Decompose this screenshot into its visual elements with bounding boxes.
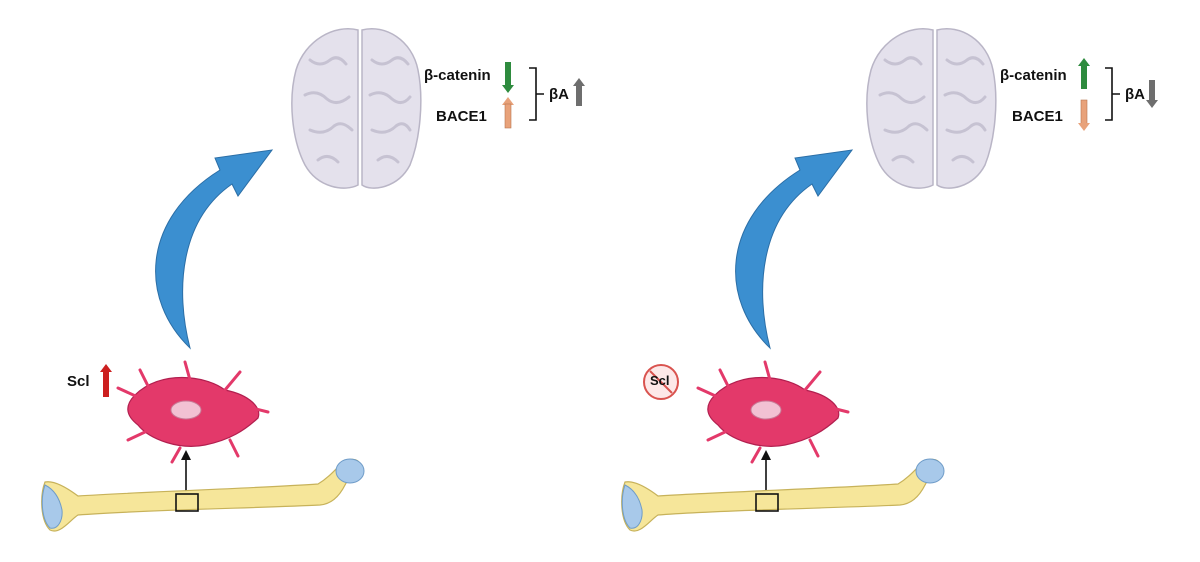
panel-right-graphics [621, 28, 1158, 532]
scl-up-arrow-icon [100, 364, 112, 397]
bracket-line [529, 67, 544, 121]
result-label: βA [1125, 86, 1145, 103]
brain-icon [866, 28, 997, 189]
bracket-line [1105, 67, 1120, 121]
bace1-label: BACE1 [436, 108, 487, 125]
bone-icon [41, 458, 365, 532]
result-down-arrow-icon [1146, 80, 1158, 108]
scl-label: Scl [67, 373, 90, 390]
result-up-arrow-icon [573, 78, 585, 106]
curved-arrow-icon [735, 149, 854, 350]
bone-icon [621, 458, 945, 532]
curved-arrow-icon [155, 149, 274, 350]
bace1-down-arrow-icon [1078, 99, 1090, 131]
bone-to-cell-arrow-icon [181, 450, 191, 494]
bace1-label: BACE1 [1012, 108, 1063, 125]
brain-icon [291, 28, 422, 189]
bone-sample-box [175, 493, 199, 512]
panel-right: β-catenin BACE1 βA Scl [580, 0, 1180, 562]
catenin-label: β-catenin [1000, 67, 1067, 84]
catenin-down-arrow-icon [502, 62, 514, 93]
bone-sample-box [755, 493, 779, 512]
osteocyte-cell-icon [116, 360, 270, 464]
catenin-label: β-catenin [424, 67, 491, 84]
bone-to-cell-arrow-icon [761, 450, 771, 494]
scl-label: Scl [650, 373, 670, 388]
panel-left: β-catenin BACE1 βA Scl [41, 28, 585, 532]
bace1-up-arrow-icon [502, 97, 514, 129]
scl-blocked-icon [643, 364, 679, 400]
result-label: βA [549, 86, 569, 103]
catenin-up-arrow-icon [1078, 58, 1090, 89]
panel-left-graphics [41, 28, 585, 532]
osteocyte-cell-icon [696, 360, 850, 464]
